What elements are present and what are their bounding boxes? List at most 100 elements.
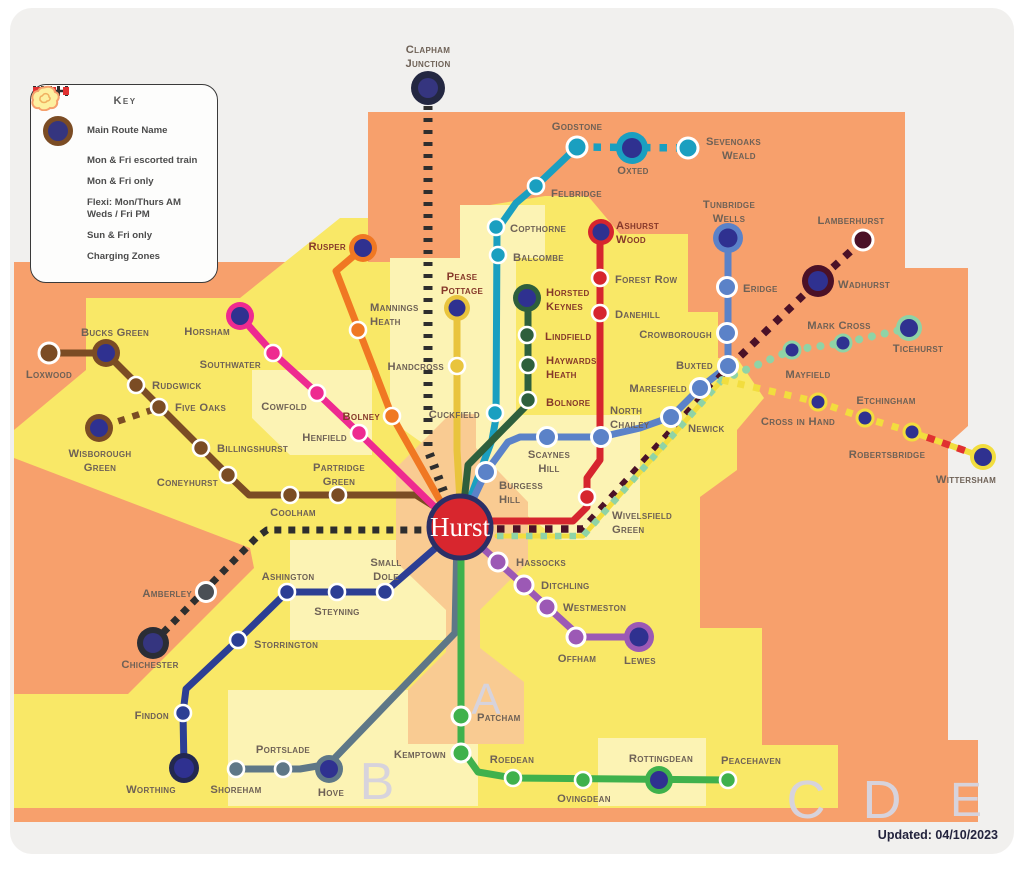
station-dot[interactable] <box>328 485 348 505</box>
station-dot[interactable] <box>382 406 402 426</box>
station-coolham[interactable]: Coolham <box>270 485 316 519</box>
station-bolney[interactable]: Bolney <box>343 406 402 426</box>
station-dot[interactable] <box>573 770 593 790</box>
station-felbridge[interactable]: Felbridge <box>526 176 602 200</box>
station-dot[interactable] <box>565 626 587 648</box>
hurst-hub[interactable]: Hurst <box>426 493 494 561</box>
station-dot[interactable] <box>487 551 509 573</box>
station-core[interactable] <box>231 307 249 325</box>
station-maresfield[interactable]: Maresfield <box>629 377 711 399</box>
station-dot[interactable] <box>277 582 297 602</box>
station-hove[interactable]: Hove <box>315 755 344 799</box>
station-core[interactable] <box>900 319 918 337</box>
station-dot[interactable] <box>307 383 327 403</box>
station-dot[interactable] <box>716 322 738 344</box>
station-core[interactable] <box>143 633 163 653</box>
station-dot[interactable] <box>226 759 246 779</box>
station-dot[interactable] <box>37 341 61 365</box>
station-bolnore[interactable]: Bolnore <box>518 390 591 410</box>
station-ovingdean[interactable]: Ovingdean <box>557 770 611 805</box>
station-core[interactable] <box>518 289 536 307</box>
station-rusper[interactable]: Rusper <box>309 234 377 262</box>
station-dot[interactable] <box>348 320 368 340</box>
station-dot[interactable] <box>273 759 293 779</box>
station-loxwood[interactable]: Loxwood <box>26 341 72 381</box>
station-dot[interactable] <box>565 135 589 159</box>
station-dot[interactable] <box>126 375 146 395</box>
station-dot[interactable] <box>518 355 538 375</box>
station-dot[interactable] <box>228 630 248 650</box>
station-worthing[interactable]: Worthing <box>126 753 199 796</box>
station-dot[interactable] <box>450 705 472 727</box>
station-core[interactable] <box>622 138 642 158</box>
station-robertsbridge[interactable]: Robertsbridge <box>849 422 926 461</box>
station-copthorne[interactable]: Copthorne <box>486 217 566 237</box>
station-cuckfield[interactable]: Cuckfield <box>429 403 505 423</box>
station-lamberhurst[interactable]: Lamberhurst <box>817 215 884 252</box>
station-coneyhurst[interactable]: Coneyhurst <box>157 465 238 489</box>
station-crowborough[interactable]: Crowborough <box>639 322 738 344</box>
station-henfield[interactable]: Henfield <box>302 423 369 444</box>
station-dot[interactable] <box>513 574 535 596</box>
station-patcham[interactable]: Patcham <box>450 705 521 727</box>
station-dot[interactable] <box>590 426 612 448</box>
station-core[interactable] <box>448 299 466 317</box>
station-rottingdean[interactable]: Rottingdean <box>629 753 693 794</box>
station-mayfield[interactable]: Mayfield <box>782 340 831 381</box>
station-dot[interactable] <box>536 596 558 618</box>
station-dot[interactable] <box>173 703 193 723</box>
station-dot[interactable] <box>590 268 610 288</box>
station-godstone[interactable]: Godstone <box>552 121 603 159</box>
station-dot[interactable] <box>486 217 506 237</box>
station-lewes[interactable]: Lewes <box>624 622 656 667</box>
station-mark-cross[interactable]: Mark Cross <box>807 320 871 353</box>
station-dot[interactable] <box>660 406 682 428</box>
station-core[interactable] <box>629 627 649 647</box>
station-lindfield[interactable]: Lindfield <box>517 325 591 345</box>
station-peacehaven[interactable]: Peacehaven <box>718 755 781 790</box>
station-kemptown[interactable]: Kemptown <box>394 742 472 764</box>
station-eridge[interactable]: Eridge <box>716 276 778 298</box>
station-dot[interactable] <box>577 487 597 507</box>
station-dot[interactable] <box>191 438 211 458</box>
station-dot[interactable] <box>717 355 739 377</box>
station-cowfold[interactable]: Cowfold <box>261 383 327 413</box>
station-core[interactable] <box>808 271 828 291</box>
station-horsham[interactable]: Horsham <box>184 302 254 338</box>
station-cross-in-hand[interactable]: Cross in Hand <box>761 392 835 428</box>
station-storrington[interactable]: Storrington <box>228 630 318 651</box>
station-bucks-green[interactable]: Bucks Green <box>81 327 149 367</box>
station-dot[interactable] <box>195 581 217 603</box>
station-dot[interactable] <box>851 228 875 252</box>
station-dot[interactable] <box>689 377 711 399</box>
station-core[interactable] <box>592 223 610 241</box>
station-steyning[interactable]: Steyning <box>314 582 359 618</box>
station-dot[interactable] <box>375 582 395 602</box>
station-shoreham[interactable]: Shoreham <box>210 759 261 796</box>
station-dot[interactable] <box>149 397 169 417</box>
hurst-hub-circle[interactable] <box>426 493 494 561</box>
station-dot[interactable] <box>218 465 238 485</box>
station-dot[interactable] <box>526 176 546 196</box>
station-five-oaks[interactable]: Five Oaks <box>149 397 226 417</box>
station-buxted[interactable]: Buxted <box>676 355 739 377</box>
station-dot[interactable] <box>833 333 853 353</box>
station-westmeston[interactable]: Westmeston <box>536 596 626 618</box>
station-dot[interactable] <box>517 325 537 345</box>
station-amberley[interactable]: Amberley <box>142 581 217 603</box>
station-dot[interactable] <box>263 343 283 363</box>
station-wadhurst[interactable]: Wadhurst <box>802 265 890 297</box>
station-ticehurst[interactable]: Ticehurst <box>893 315 943 355</box>
